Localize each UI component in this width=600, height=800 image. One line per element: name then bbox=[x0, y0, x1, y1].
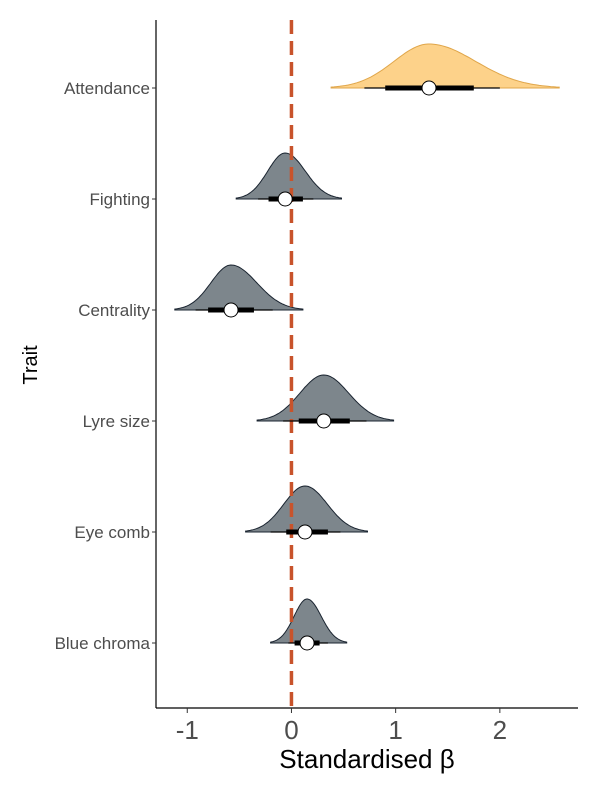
interval-layer bbox=[195, 80, 500, 651]
y-tick-label: Centrality bbox=[78, 301, 150, 320]
median-point bbox=[297, 524, 313, 540]
y-tick-label: Eye comb bbox=[74, 523, 150, 542]
median-point bbox=[299, 635, 315, 651]
median-point bbox=[277, 191, 293, 207]
density-eye-comb bbox=[245, 485, 368, 533]
x-ticks: -1 0 1 2 bbox=[176, 708, 507, 745]
x-tick-label: 0 bbox=[284, 715, 298, 745]
density-fighting bbox=[235, 152, 342, 200]
y-axis-title: Trait bbox=[20, 345, 42, 385]
x-axis-title: Standardised β bbox=[279, 744, 454, 774]
median-point bbox=[421, 80, 437, 96]
y-tick-label: Lyre size bbox=[83, 412, 150, 431]
y-tick-label: Attendance bbox=[64, 79, 150, 98]
density-attendance bbox=[330, 43, 560, 89]
density-centrality bbox=[174, 264, 304, 311]
median-point bbox=[223, 302, 239, 318]
x-tick-label: 2 bbox=[493, 715, 507, 745]
x-tick-label: -1 bbox=[176, 715, 199, 745]
median-point bbox=[316, 413, 332, 429]
x-tick-label: 1 bbox=[388, 715, 402, 745]
density-blue-chroma bbox=[270, 598, 348, 644]
density-layer bbox=[174, 43, 560, 644]
y-tick-label: Blue chroma bbox=[55, 634, 151, 653]
y-tick-label: Fighting bbox=[90, 190, 150, 209]
